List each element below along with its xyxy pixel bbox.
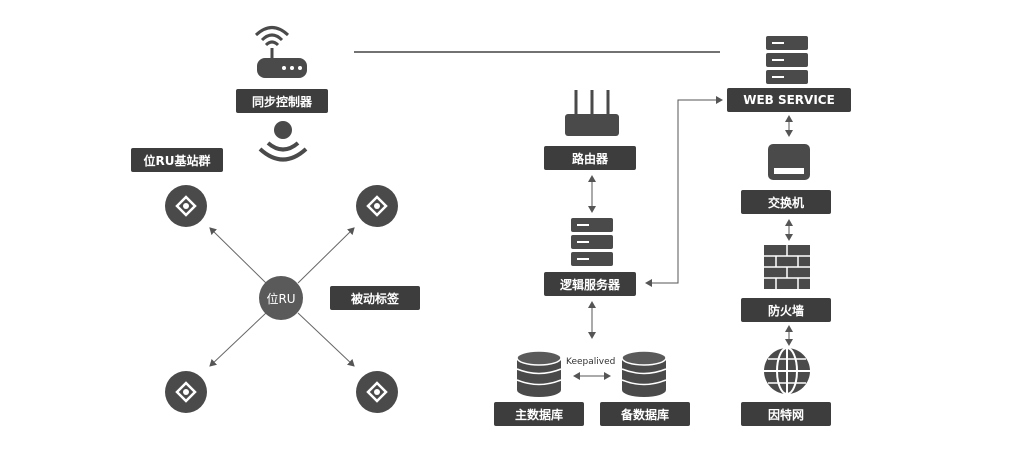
keepalived-label: Keepalived xyxy=(566,357,616,367)
logic-server-label: 逻辑服务器 xyxy=(544,272,636,296)
firewall-label: 防火墙 xyxy=(741,298,831,322)
switch-icon xyxy=(768,144,810,180)
firewall-icon xyxy=(764,245,810,289)
tag-icon xyxy=(165,371,207,413)
ru-station-group-label: 位RU基站群 xyxy=(131,148,223,172)
server-icon xyxy=(571,218,613,266)
globe-icon xyxy=(764,347,810,395)
ru-center-node: 位RU xyxy=(259,276,303,320)
tag-icon xyxy=(356,185,398,227)
database-icon xyxy=(621,350,667,397)
server-icon xyxy=(766,36,808,84)
arrow-ru-bottomleft xyxy=(209,312,267,367)
passive-tag-label: 被动标签 xyxy=(330,286,420,310)
tag-icon xyxy=(356,371,398,413)
tag-icon xyxy=(165,185,207,227)
sync-controller-label: 同步控制器 xyxy=(236,89,328,113)
backup-db-label: 备数据库 xyxy=(600,402,690,426)
router-icon xyxy=(565,90,619,136)
router-label: 路由器 xyxy=(544,146,636,170)
web-service-label: WEB SERVICE xyxy=(727,88,851,112)
wifi-router-icon xyxy=(254,26,307,78)
arrow-ru-bottomright xyxy=(297,312,355,367)
switch-label: 交换机 xyxy=(741,190,831,214)
arrow-ru-topleft xyxy=(209,227,267,284)
database-icon xyxy=(516,350,562,397)
arrow-server-web xyxy=(645,96,723,287)
internet-label: 因特网 xyxy=(741,402,831,426)
main-db-label: 主数据库 xyxy=(494,402,584,426)
arrow-ru-topright xyxy=(297,227,355,284)
signal-waves-icon xyxy=(258,121,308,162)
